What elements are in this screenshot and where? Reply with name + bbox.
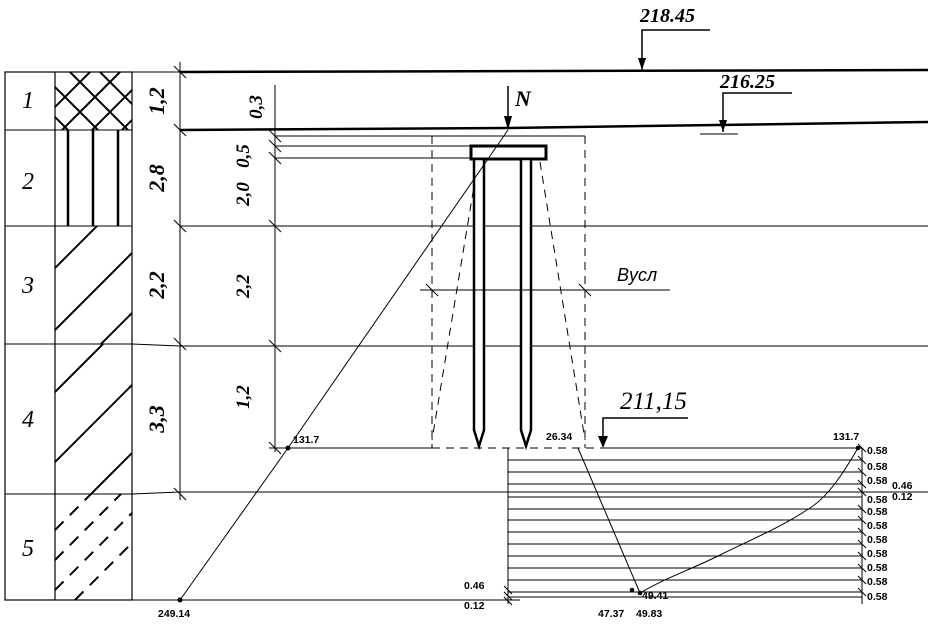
depth-dim-line [268,85,470,455]
natural-ground-line [179,68,929,74]
sigma-zg-right-mid-value: 47.37 [598,608,624,620]
left-sublayer-2: 0.12 [464,600,485,612]
sigma-zp-top-value: 131.7 [833,431,859,443]
natural-pressure-epure [177,129,509,603]
hatch-layer-1 [55,72,132,130]
sublayer-4: 0.46 [892,480,913,492]
pile-tip-elevation: 211,15 [620,388,687,415]
sigma-zg-right-bottom-value: 49.83 [636,608,662,620]
soil-column [4,71,520,601]
planned-ground-line [179,120,929,132]
layer-thickness-labels: 1,2 2,8 2,2 3,3 [144,87,169,434]
planned-ground-elevation: 216.25 [719,71,775,93]
natural-ground-elevation: 218.45 [639,5,695,27]
layer-num-4: 4 [22,407,34,433]
thickness-1: 1,2 [144,87,169,115]
depth-dim-1: 0,3 [246,95,267,119]
left-ticks [503,585,513,606]
load-arrow: N [504,86,532,130]
sublayer-13: 0.58 [867,591,888,603]
depth-dim-2: 0,5 [233,144,254,168]
load-label: N [514,86,532,111]
sublayer-10: 0.58 [867,548,888,560]
sigma-zp-bottom-value: 49.41 [642,590,668,602]
layer-num-2: 2 [22,169,34,195]
conditional-width-dim [420,283,670,297]
sublayer-5: 0.12 [892,491,913,503]
depth-dim-5: 1,2 [233,385,254,409]
elevation-marker-planned: 216.25 [700,71,792,135]
conditional-foundation-outline [431,136,600,449]
thickness-2: 2,8 [144,164,169,193]
depth-dim-4: 2,2 [233,274,254,299]
additional-stress-curve [577,445,861,596]
pile-right [519,157,533,451]
thickness-4: 3,3 [144,405,169,434]
hatch-layer-4 [55,344,132,494]
sigma-zg-top-value: 131.7 [293,434,319,446]
thickness-dim-line [173,62,187,501]
sublayer-1: 0.58 [867,445,888,457]
depth-dim-labels: 0,3 0,5 2,0 2,2 1,2 [233,95,267,409]
sublayer-2: 0.58 [867,461,888,473]
left-sublayer-1: 0.46 [464,580,485,592]
thickness-3: 2,2 [144,271,169,300]
hatch-layer-5 [55,494,132,600]
pile-foundation [469,144,548,451]
pile-left [472,157,486,451]
layer-numbers: 1 2 3 4 5 [21,88,34,562]
layer-num-3: 3 [21,273,34,299]
left-sublayer-labels: 0.46 0.12 [464,580,485,612]
sublayer-7: 0.58 [867,506,888,518]
sigma-zg-right-top-value: 26.34 [546,431,572,443]
sublayer-8: 0.58 [867,520,888,532]
pile-cap [469,144,548,161]
sublayer-3: 0.58 [867,475,888,487]
sublayer-6: 0.58 [867,494,888,506]
sublayer-9: 0.58 [867,534,888,546]
hatch-layer-3 [55,226,132,344]
conditional-width-label: Bусл [617,265,657,285]
elevation-marker-pile-tip: 211,15 [598,388,688,448]
depth-dim-3: 2,0 [233,182,254,207]
stress-zone-lines [507,447,863,604]
elevation-marker-natural: 218.45 [638,5,710,70]
layer-num-1: 1 [22,88,34,114]
sublayer-12: 0.58 [867,576,888,588]
hatch-layer-2 [66,130,120,226]
sigma-zg-bottom-value: 249.14 [158,608,190,620]
right-ticks [857,443,867,597]
sublayer-11: 0.58 [867,562,888,574]
layer-num-5: 5 [22,536,34,562]
sublayer-labels: 0.58 0.58 0.58 0.46 0.12 0.58 0.58 0.58 … [867,445,913,603]
